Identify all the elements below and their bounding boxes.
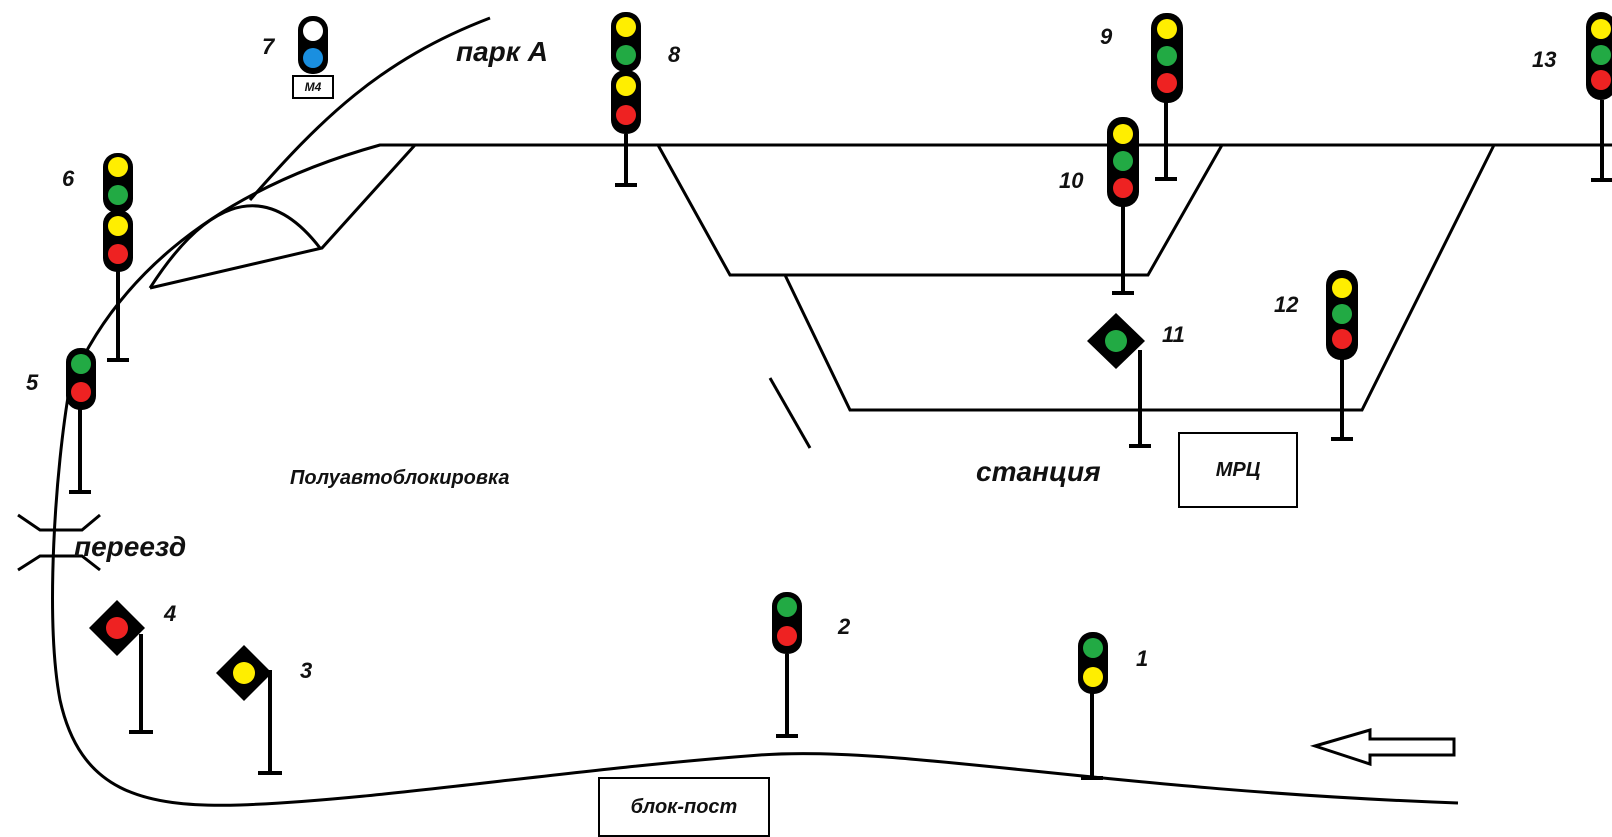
mast-6 xyxy=(107,270,129,362)
signal-2-lamp-1 xyxy=(777,597,797,617)
mast-9 xyxy=(1155,101,1177,181)
signal-9-lamp-1 xyxy=(1157,19,1177,39)
station-track-upper xyxy=(656,144,1224,277)
signal-5-lamp-2 xyxy=(71,382,91,402)
signal-11-number: 11 xyxy=(1162,322,1185,347)
signal-1-number: 1 xyxy=(1136,646,1149,671)
signal-8-number: 8 xyxy=(668,42,681,67)
signal-8-lamp-4 xyxy=(616,105,636,125)
signal-9-number: 9 xyxy=(1100,24,1113,49)
signal-2-lamp-2 xyxy=(777,626,797,646)
signal-12-lamp-1 xyxy=(1332,278,1352,298)
signal-3-lamp-1 xyxy=(233,662,255,684)
station-track-stub xyxy=(768,377,812,449)
signal-12-lamp-2 xyxy=(1332,304,1352,324)
mast-13 xyxy=(1591,100,1612,182)
signal-9-lamp-3 xyxy=(1157,73,1177,93)
mast-10 xyxy=(1112,205,1134,295)
signal-8-lamp-2 xyxy=(616,45,636,65)
signal-13-lamp-2 xyxy=(1591,45,1611,65)
signal-1-lamp-2 xyxy=(1083,667,1103,687)
signal-8-lamp-3 xyxy=(616,76,636,96)
signal-6-lamp-4 xyxy=(108,244,128,264)
signal-6-lamp-2 xyxy=(108,185,128,205)
main-track xyxy=(51,143,1612,807)
signal-7-number: 7 xyxy=(262,34,275,59)
signal-heads xyxy=(66,12,1612,701)
diverging-track-1 xyxy=(149,143,417,290)
signal-11-lamp-1 xyxy=(1105,330,1127,352)
shunting-signal-plate: М4 xyxy=(292,75,334,99)
signal-4-lamp-1 xyxy=(106,617,128,639)
signal-5-lamp-1 xyxy=(71,354,91,374)
crossing-lines xyxy=(17,513,101,572)
park-a-label: парк А xyxy=(456,36,548,67)
mast-5 xyxy=(69,406,91,494)
mast-1 xyxy=(1081,692,1103,780)
signal-7-lamp-1 xyxy=(303,21,323,41)
signal-12-number: 12 xyxy=(1274,292,1299,317)
signal-6-lamp-3 xyxy=(108,216,128,236)
signal-2-number: 2 xyxy=(838,614,851,639)
signal-8-lamp-1 xyxy=(616,17,636,37)
signal-10-lamp-2 xyxy=(1113,151,1133,171)
mast-4 xyxy=(129,634,153,734)
signal-3-number: 3 xyxy=(300,658,313,683)
signal-6-number: 6 xyxy=(62,166,75,191)
mast-2 xyxy=(776,654,798,738)
signal-10-number: 10 xyxy=(1059,168,1084,193)
signal-5-number: 5 xyxy=(26,370,39,395)
signal-10-lamp-1 xyxy=(1113,124,1133,144)
branch-curve xyxy=(148,204,322,289)
signal-9-lamp-2 xyxy=(1157,46,1177,66)
mast-3 xyxy=(258,670,282,775)
station-label: станция xyxy=(976,456,1101,487)
signal-7-lamp-2 xyxy=(303,48,323,68)
signal-4-number: 4 xyxy=(164,601,177,626)
signal-13-lamp-1 xyxy=(1591,19,1611,39)
signal-10-lamp-3 xyxy=(1113,178,1133,198)
semi-auto-block-label: Полуавтоблокировка xyxy=(290,467,510,489)
block-post-box: блок-пост xyxy=(598,777,770,837)
station-track-lower xyxy=(783,144,1496,412)
mrc-label: МРЦ xyxy=(1215,459,1261,481)
signal-12-lamp-3 xyxy=(1332,329,1352,349)
m4-label: М4 xyxy=(304,80,322,94)
park-a-track xyxy=(248,16,491,201)
signal-13-number: 13 xyxy=(1532,47,1557,72)
signal-6-lamp-1 xyxy=(108,157,128,177)
block-post-label: блок-пост xyxy=(630,796,738,818)
mast-8 xyxy=(615,134,637,187)
crossing-label: переезд xyxy=(74,531,187,562)
signal-13-lamp-3 xyxy=(1591,70,1611,90)
mast-11 xyxy=(1129,350,1151,448)
mast-12 xyxy=(1331,357,1353,441)
direction-arrow xyxy=(1309,728,1456,767)
signal-1-lamp-1 xyxy=(1083,638,1103,658)
mrc-box: МРЦ xyxy=(1178,432,1298,508)
signal-masts xyxy=(69,100,1612,780)
tracks xyxy=(17,16,1612,807)
